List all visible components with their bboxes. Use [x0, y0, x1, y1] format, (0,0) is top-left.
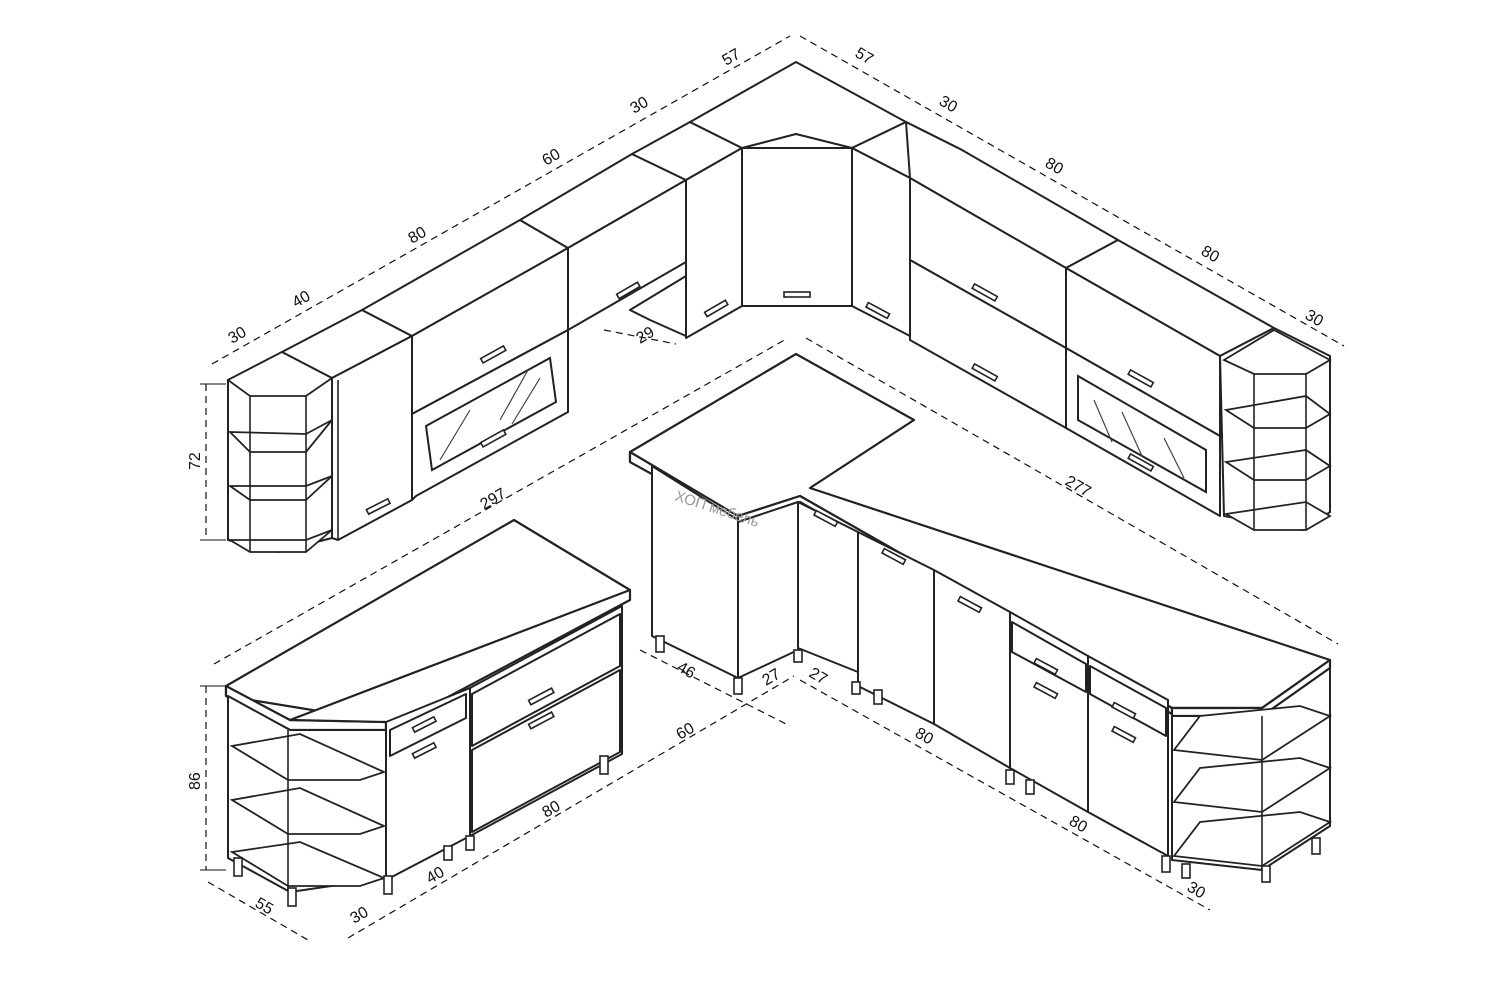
upper-left-cabinet-80-lift — [361, 219, 569, 501]
dim-base-30-left: 30 — [348, 904, 372, 928]
base-left-drawer-cabinet-40 — [385, 687, 471, 881]
upper-left-cabinet-30 — [631, 121, 743, 339]
dimension-lines — [200, 35, 1345, 941]
base-left-drawer-cabinet-80 — [469, 605, 623, 837]
upper-left-cabinet-40 — [281, 309, 413, 541]
dim-base-60: 60 — [674, 720, 698, 744]
dim-base-40: 40 — [424, 864, 448, 888]
dim-base-27-left: 27 — [760, 666, 784, 690]
dim-upper-57-right: 57 — [852, 45, 876, 69]
upper-corner-cabinet — [689, 61, 907, 307]
upper-right-cabinet-80-b — [1065, 239, 1275, 517]
dim-upper-30-end-left: 30 — [226, 324, 250, 348]
dim-run-297: 297 — [478, 485, 510, 513]
base-right-drawer-cabinet-a — [1009, 611, 1089, 813]
dim-upper-30-end-right: 30 — [1302, 307, 1326, 331]
dim-base-80-right-b: 80 — [1066, 813, 1090, 837]
dim-upper-height: 72 — [187, 452, 204, 470]
upper-right-open-shelf — [1219, 327, 1332, 531]
dim-upper-80-left: 80 — [406, 224, 430, 248]
dim-upper-40: 40 — [290, 288, 314, 312]
dim-upper-30-right: 30 — [936, 93, 960, 117]
dim-base-46: 46 — [674, 659, 698, 683]
dim-upper-29: 29 — [634, 324, 658, 348]
dim-base-27-right: 27 — [806, 665, 830, 689]
dimension-labels: 57 30 60 80 40 30 29 72 57 30 80 80 30 2… — [187, 45, 1326, 928]
base-corner-cabinet — [651, 465, 799, 679]
dim-base-55: 55 — [252, 895, 276, 919]
dim-base-80-right-a: 80 — [912, 725, 936, 749]
upper-right-cabinet-80-a — [905, 121, 1119, 429]
dim-upper-57-left: 57 — [720, 46, 744, 70]
dim-base-80-left: 80 — [540, 798, 564, 822]
dim-run-277: 277 — [1062, 473, 1094, 501]
base-right-open-shelf — [1171, 667, 1333, 871]
dim-upper-60: 60 — [540, 146, 564, 170]
dim-base-height: 86 — [187, 772, 204, 790]
upper-left-open-shelf — [226, 350, 334, 553]
base-left-open-shelf — [227, 695, 387, 893]
base-left-legs — [233, 755, 609, 907]
base-right-legs — [655, 635, 1321, 883]
dim-upper-30-left: 30 — [628, 94, 652, 118]
dim-upper-80-right-a: 80 — [1042, 155, 1066, 179]
dim-base-30-right: 30 — [1184, 879, 1208, 903]
dim-upper-80-right-b: 80 — [1198, 243, 1222, 267]
